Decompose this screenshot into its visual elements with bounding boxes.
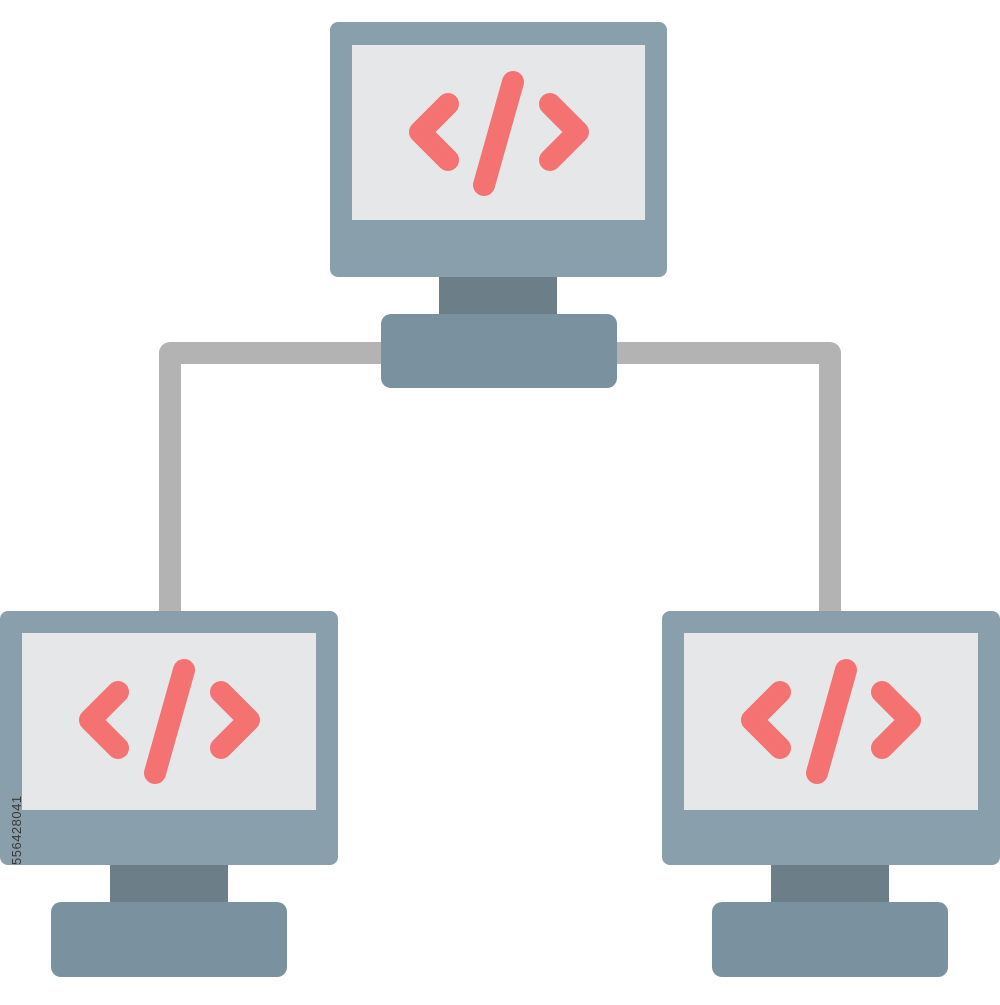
monitor-neck xyxy=(771,865,889,903)
monitor-base xyxy=(712,902,948,977)
monitor-neck xyxy=(439,277,557,315)
monitor-base xyxy=(381,314,617,388)
connector-line-left xyxy=(159,342,382,612)
connector-line-right xyxy=(616,342,841,612)
code-icon xyxy=(741,659,921,784)
code-icon xyxy=(409,71,589,196)
code-icon xyxy=(79,659,260,784)
monitor-base xyxy=(51,902,287,977)
monitor-top xyxy=(330,22,667,388)
monitor-bottom-right xyxy=(662,611,1000,977)
monitor-neck xyxy=(110,865,228,903)
monitor-bottom-left xyxy=(0,611,338,977)
stock-id-watermark: 556428041 xyxy=(9,795,24,865)
